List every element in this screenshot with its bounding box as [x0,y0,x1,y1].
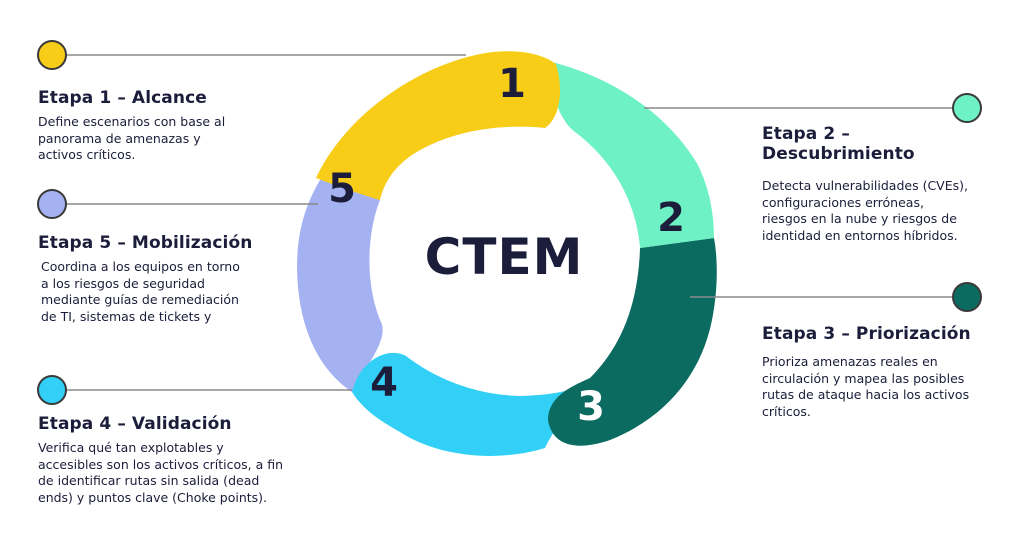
dot-stage-1 [37,40,67,70]
segment-stage-2 [550,62,714,248]
stage-3-description: Prioriza amenazas reales en circulación … [762,354,1002,420]
stage-5-line: Coordina a los equipos en torno [41,259,240,274]
stage-2-block: Etapa 2 – Descubrimiento Detecta vulnera… [762,124,1002,244]
dot-stage-4 [37,375,67,405]
segment-stage-5 [297,169,383,394]
stage-3-line: circulación y mapea las posibles [762,370,965,386]
stage-1-block: Etapa 1 – Alcance Define escenarios con … [38,88,288,164]
stage-1-line: Define escenarios con base al [38,114,226,129]
dot-stage-2 [952,93,982,123]
stage-3-line: críticos. [762,403,811,419]
stage-1-line: panorama de amenazas y [38,130,201,146]
stage-3-line: Prioriza amenazas reales en [762,354,938,369]
stage-5-block: Etapa 5 – Mobilización Coordina a los eq… [38,233,278,325]
segment-number-2: 2 [657,195,685,241]
stage-2-line: identidad en entornos híbridos. [762,227,958,243]
segment-stage-3 [548,238,717,446]
stage-3-block: Etapa 3 – Priorización Prioriza amenazas… [762,324,1002,420]
stage-5-title: Etapa 5 – Mobilización [38,233,253,253]
stage-2-line: riesgos en la nube y riesgos de [762,211,957,226]
stage-4-line: de identificar rutas sin salida (dead [38,473,260,488]
dot-stage-3 [952,282,982,312]
stage-2-description: Detecta vulnerabilidades (CVEs), configu… [762,178,1002,244]
stage-5-line: de TI, sistemas de tickets y [41,308,212,324]
stage-4-line: accesibles son los activos críticos, a f… [38,456,284,472]
dot-stage-5 [37,189,67,219]
center-label: CTEM [425,228,584,286]
segment-number-5: 5 [328,166,356,212]
stage-2-line: Detecta vulnerabilidades (CVEs), [762,178,968,193]
segment-number-3: 3 [577,384,605,430]
stage-5-line: a los riesgos de seguridad [41,275,205,291]
stage-1-description: Define escenarios con base al panorama d… [38,114,288,164]
stage-4-title: Etapa 4 – Validación [38,414,232,434]
stage-1-line: activos críticos. [38,147,136,162]
stage-4-line: ends) y puntos clave (Choke points). [38,489,268,505]
stage-3-title: Etapa 3 – Priorización [762,324,971,344]
segment-stage-1 [316,51,561,201]
segment-number-1: 1 [498,61,526,107]
stage-4-description: Verifica qué tan explotables y accesible… [38,440,308,506]
stage-5-description: Coordina a los equipos en torno a los ri… [38,259,278,325]
stage-4-block: Etapa 4 – Validación Verifica qué tan ex… [38,414,308,506]
segment-stage-4 [352,352,590,456]
segment-number-4: 4 [370,360,398,406]
stage-4-line: Verifica qué tan explotables y [38,440,224,455]
stage-3-line: rutas de ataque hacia los activos [762,387,970,402]
stage-5-line: mediante guías de remediación [41,292,239,307]
stage-2-title: Etapa 2 – Descubrimiento [762,124,915,164]
stage-2-line: configuraciones erróneas, [762,194,924,210]
stage-1-title: Etapa 1 – Alcance [38,88,207,108]
